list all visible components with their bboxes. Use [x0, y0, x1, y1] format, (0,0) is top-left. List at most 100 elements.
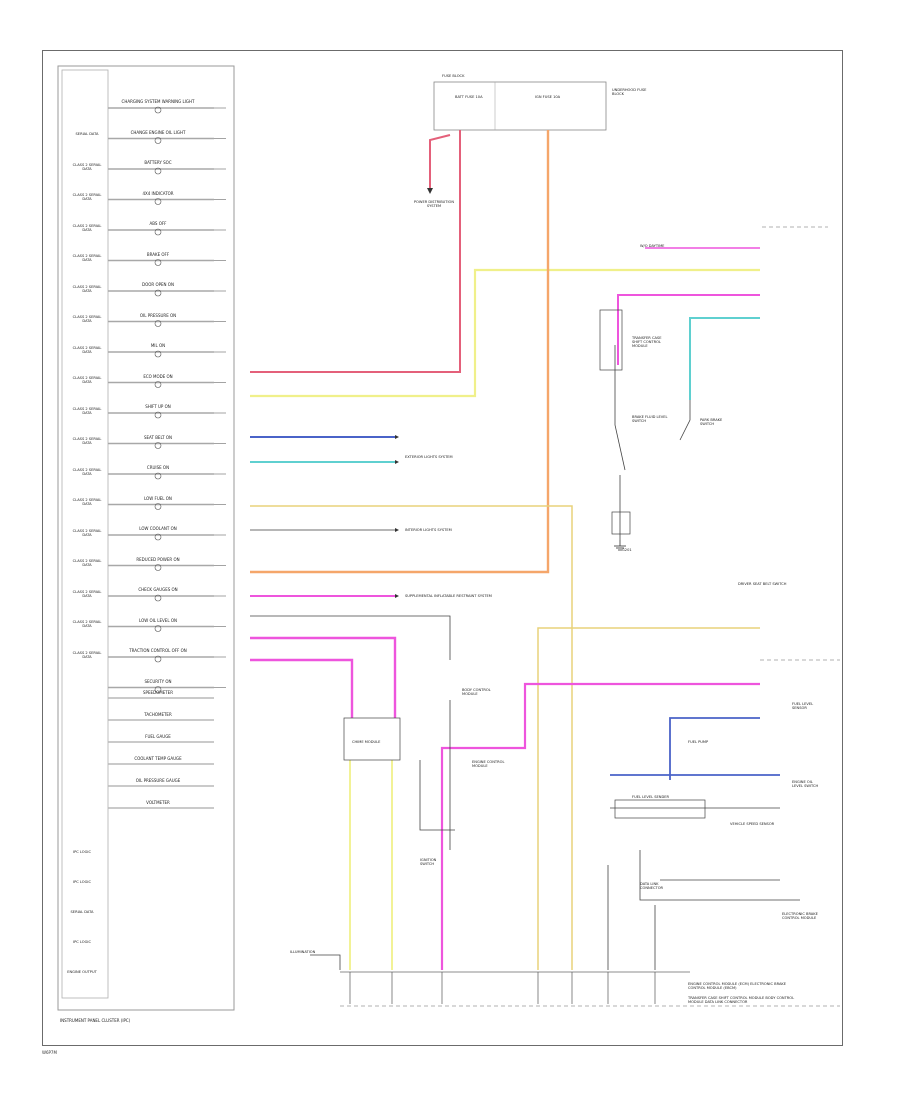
wire-yellow-ign	[250, 268, 760, 398]
wires	[250, 130, 840, 1007]
cluster-left-label: CLASS 2 SERIAL DATA	[72, 406, 102, 415]
gauge-label: OIL PRESSURE GAUGE	[135, 778, 181, 783]
cluster-left-label: CLASS 2 SERIAL DATA	[72, 559, 102, 567]
indicator-bulb-icon	[154, 198, 162, 205]
label-interior-lights: INTERIOR LIGHTS SYSTEM	[405, 528, 452, 532]
cluster-bottom-left-label: IPC LOGIC	[73, 940, 91, 944]
indicator-label: CHECK GAUGES ON	[138, 587, 178, 592]
label-exterior-lights: EXTERIOR LIGHTS SYSTEM	[405, 455, 453, 459]
wire-tan-bcm	[250, 505, 573, 970]
indicator-bulb-icon	[154, 594, 162, 602]
indicator-bulb-icon	[154, 686, 162, 693]
indicator-bulb-icon	[154, 533, 162, 541]
fuse-note: UNDERHOOD FUSE BLOCK	[612, 88, 647, 96]
cluster-left-label: CLASS 2 SERIAL DATA	[72, 284, 102, 293]
label-seat-belt-sw: DRIVER SEAT BELT SWITCH	[738, 582, 787, 586]
indicator-bulb-icon	[154, 259, 162, 266]
wire-black-j	[614, 345, 626, 471]
cluster-left-label: CLASS 2 SERIAL DATA	[72, 650, 102, 659]
cluster-left-label: CLASS 2 SERIAL DATA	[72, 162, 102, 171]
indicator-bulb-icon	[154, 564, 162, 571]
cluster-left-label: CLASS 2 SERIAL DATA	[72, 315, 102, 323]
indicator-bulb-icon	[154, 228, 162, 236]
wire-pink-fuel	[440, 682, 760, 970]
fuse-right: IGN FUSE 10A	[535, 95, 561, 99]
cluster-left-label: CLASS 2 SERIAL DATA	[72, 498, 102, 506]
label-abs-module: ELECTRONIC BRAKE CONTROL MODULE	[782, 912, 818, 920]
cluster-bottom-left-label: SERIAL DATA	[70, 910, 94, 914]
cluster-left-label: CLASS 2 SERIAL DATA	[72, 437, 102, 445]
cluster-left-label: CLASS 2 SERIAL DATA	[72, 345, 102, 354]
gauge-label: FUEL GAUGE	[145, 734, 171, 739]
label-engine-control: ENGINE CONTROL MODULE	[472, 760, 505, 768]
indicator-bulb-icon	[154, 320, 162, 327]
label-brake-fluid: BRAKE FLUID LEVEL SWITCH	[632, 415, 668, 423]
indicator-label: SHIFT UP ON	[145, 404, 171, 409]
indicator-label: BATTERY SOC	[144, 160, 172, 165]
cluster-bottom-left-label: IPC LOGIC	[73, 880, 91, 884]
label-chime: CHIME MODULE	[352, 740, 381, 744]
cluster-left-label: CLASS 2 SERIAL DATA	[72, 193, 102, 201]
label-fuel-level: FUEL LEVEL SENSOR	[792, 702, 814, 710]
label-fuel-sender: FUEL LEVEL SENDER	[632, 795, 670, 799]
indicator-label: DOOR OPEN ON	[142, 282, 174, 287]
indicator-label: LOW COOLANT ON	[139, 526, 177, 531]
connector-arrows	[395, 435, 399, 598]
connector-sensor	[614, 799, 706, 819]
label-fuel-pump: FUEL PUMP	[688, 740, 709, 744]
power-dist-arrow	[427, 188, 433, 194]
indicator-bulb-icon	[154, 442, 162, 449]
label-sir: SUPPLEMENTAL INFLATABLE RESTRAINT SYSTEM	[405, 594, 492, 598]
fuse-block	[433, 81, 607, 131]
wire-pink-brake	[617, 294, 760, 365]
indicator-bulb-icon	[154, 289, 162, 297]
indicator-label: LOW FUEL ON	[144, 495, 172, 501]
label-speed-sensor: VEHICLE SPEED SENSOR	[730, 822, 775, 826]
wire-red-power	[250, 130, 461, 373]
wire-cyan-park	[689, 317, 760, 400]
indicator-bulb-icon	[154, 137, 162, 144]
label-body-control: BODY CONTROL MODULE	[462, 688, 491, 696]
indicator-label: SEAT BELT ON	[143, 434, 172, 440]
indicator-bulb-icon	[154, 381, 162, 388]
indicator-label: BRAKE OFF	[146, 251, 170, 257]
indicator-bulb-icon	[154, 625, 162, 632]
wire-orange-ign	[250, 130, 550, 574]
indicator-bulb-icon	[154, 655, 162, 663]
label-illumination: ILLUMINATION	[290, 950, 316, 954]
label-transfer-case: TRANSFER CASE SHIFT CONTROL MODULE	[632, 336, 662, 348]
cluster-left-label: CLASS 2 SERIAL DATA	[72, 589, 102, 598]
label-key-ign: IGNITION SWITCH	[420, 858, 437, 866]
indicator-label: CHANGE ENGINE OIL LIGHT	[130, 129, 186, 135]
indicator-label: SECURITY ON	[144, 678, 172, 684]
figure-id: W6P7M	[42, 1050, 57, 1055]
wire-black-a	[250, 615, 451, 660]
wire-pink-a	[250, 636, 397, 718]
cluster-bottom-left-label: IPC LOGIC	[73, 850, 91, 854]
indicator-label: LOW OIL LEVEL ON	[139, 617, 177, 623]
indicator-label: REDUCED POWER ON	[136, 556, 180, 562]
diagram-frame	[42, 50, 843, 1046]
gauge-label: VOLTMETER	[146, 800, 170, 805]
label-right-notes-2: TRANSFER CASE SHIFT CONTROL MODULE BODY …	[688, 996, 795, 1004]
wire-black-l	[679, 400, 691, 441]
indicator-bulb-icon	[154, 411, 162, 419]
connector-bcm	[599, 309, 623, 371]
indicator-label: ECO MODE ON	[143, 373, 173, 379]
gauge-label: TACHOMETER	[144, 712, 172, 717]
ipc-cluster	[57, 65, 235, 1011]
indicator-bulb-icon	[154, 472, 162, 480]
cluster-bottom-left-label: ENGINE OUTPUT	[67, 970, 97, 974]
indicator-label: ABS OFF	[149, 221, 167, 226]
indicator-bulb-icon	[154, 350, 162, 358]
indicator-bulb-icon	[154, 167, 162, 175]
label-power-dist: POWER DISTRIBUTION SYSTEM	[413, 200, 455, 208]
indicator-label: CRUISE ON	[146, 465, 170, 470]
indicator-label: OIL PRESSURE ON	[139, 312, 177, 318]
indicator-bulb-icon	[154, 503, 162, 510]
gauge-label: SPEEDOMETER	[143, 690, 173, 695]
cluster-left-label: SERIAL DATA	[75, 132, 99, 136]
wire-black-e	[639, 850, 800, 901]
label-oil-level: ENGINE OIL LEVEL SWITCH	[792, 780, 819, 788]
cluster-left-label: CLASS 2 SERIAL DATA	[72, 376, 102, 384]
